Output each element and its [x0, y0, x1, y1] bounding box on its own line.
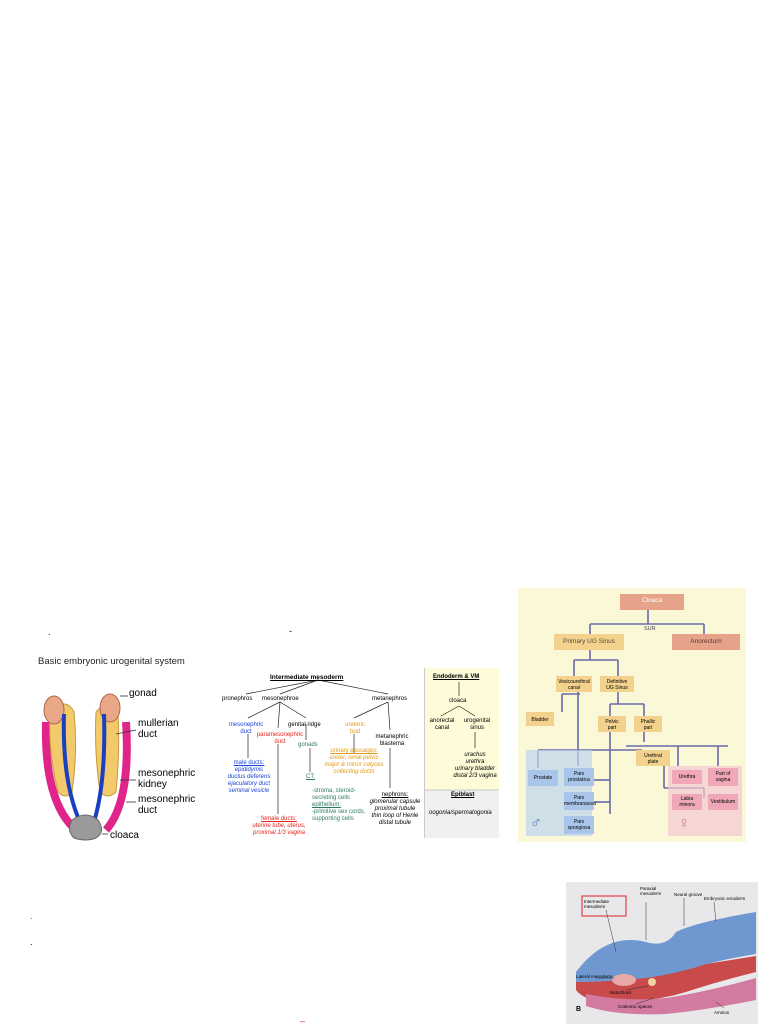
cloaca-shape	[68, 814, 102, 841]
label-neural-groove: Neural groove	[674, 892, 703, 897]
node-genital-ridge: genital ridge	[288, 722, 321, 728]
box-primary-ug-sinus: Primary UG Sinus	[562, 638, 615, 645]
endoderm-title: Endoderm & VM	[433, 674, 480, 680]
epiblast-title: Epiblast	[451, 792, 475, 798]
node-gonads: gonads	[298, 742, 318, 748]
dash-mark-1: -	[289, 626, 292, 636]
label-notochord: Notochord	[610, 990, 631, 995]
figure-basic-urogenital-system: Basic embryonic urogenital system gonad …	[36, 652, 206, 847]
gonad-left	[43, 695, 65, 725]
embryo-drawing	[576, 895, 756, 1015]
node-female-ducts: female ducts: uterine tube, uterus,proxi…	[252, 816, 306, 836]
label-gonad: gonad	[129, 688, 157, 699]
mesoderm-arrows	[245, 679, 391, 814]
highlight-box	[581, 895, 627, 917]
node-mesonephros: mesonephroe	[262, 696, 299, 702]
bullet-mark-1: .	[48, 627, 51, 637]
label-sur: SUR	[644, 626, 656, 632]
male-symbol-icon: ♂	[530, 815, 542, 832]
label-cloaca: cloaca	[110, 830, 139, 841]
node-metanephros: metanephros	[372, 696, 408, 702]
box-bladder: Bladder	[531, 717, 549, 723]
label-coelomic-spaces: Coelomic spaces	[618, 1004, 653, 1009]
label-lateral-mesoderm: Lateral mesoderm	[576, 974, 613, 979]
endoderm-arrows	[425, 682, 499, 838]
mesoderm-title: Intermediate mesoderm	[270, 674, 344, 681]
box-prostate: Prostate	[533, 775, 553, 781]
figure-title: Basic embryonic urogenital system	[38, 656, 185, 667]
epiblast-oogonia: oogonia/spermatogonia	[429, 810, 492, 816]
female-symbol-icon: ♀	[678, 815, 690, 832]
node-ct-lines: -stroma, steroid-secreting cells epithel…	[312, 788, 366, 822]
node-pronephros: pronephros	[222, 696, 253, 702]
endo-node-cloaca: cloaca	[449, 698, 467, 704]
cloaca-flowchart-lines	[526, 594, 742, 836]
box-anorectum: Anorectum	[690, 638, 722, 645]
urogenital-diagram-drawing	[41, 693, 137, 841]
box-urethra: Urethra	[678, 774, 696, 780]
label-amnion: Amnion	[714, 1010, 730, 1015]
dash-mark-red: _	[300, 1012, 306, 1022]
box-vestibulum: Vestibulum	[710, 799, 736, 805]
figure-intermediate-mesoderm: Intermediate mesoderm pronephros mesonep…	[218, 668, 424, 838]
figure-cloaca-flowchart: Cloaca SUR Primary UG Sinus Anorectum Ve…	[518, 588, 746, 842]
node-ct: CT:	[306, 774, 315, 780]
panel-letter: B	[576, 1006, 582, 1013]
label-embryonic-ectoderm: Embryonic ectoderm	[704, 896, 746, 901]
bullet-mark-2: .	[30, 937, 33, 947]
box-cloaca: Cloaca	[641, 597, 663, 604]
bullet-mark-red: .	[30, 911, 33, 921]
